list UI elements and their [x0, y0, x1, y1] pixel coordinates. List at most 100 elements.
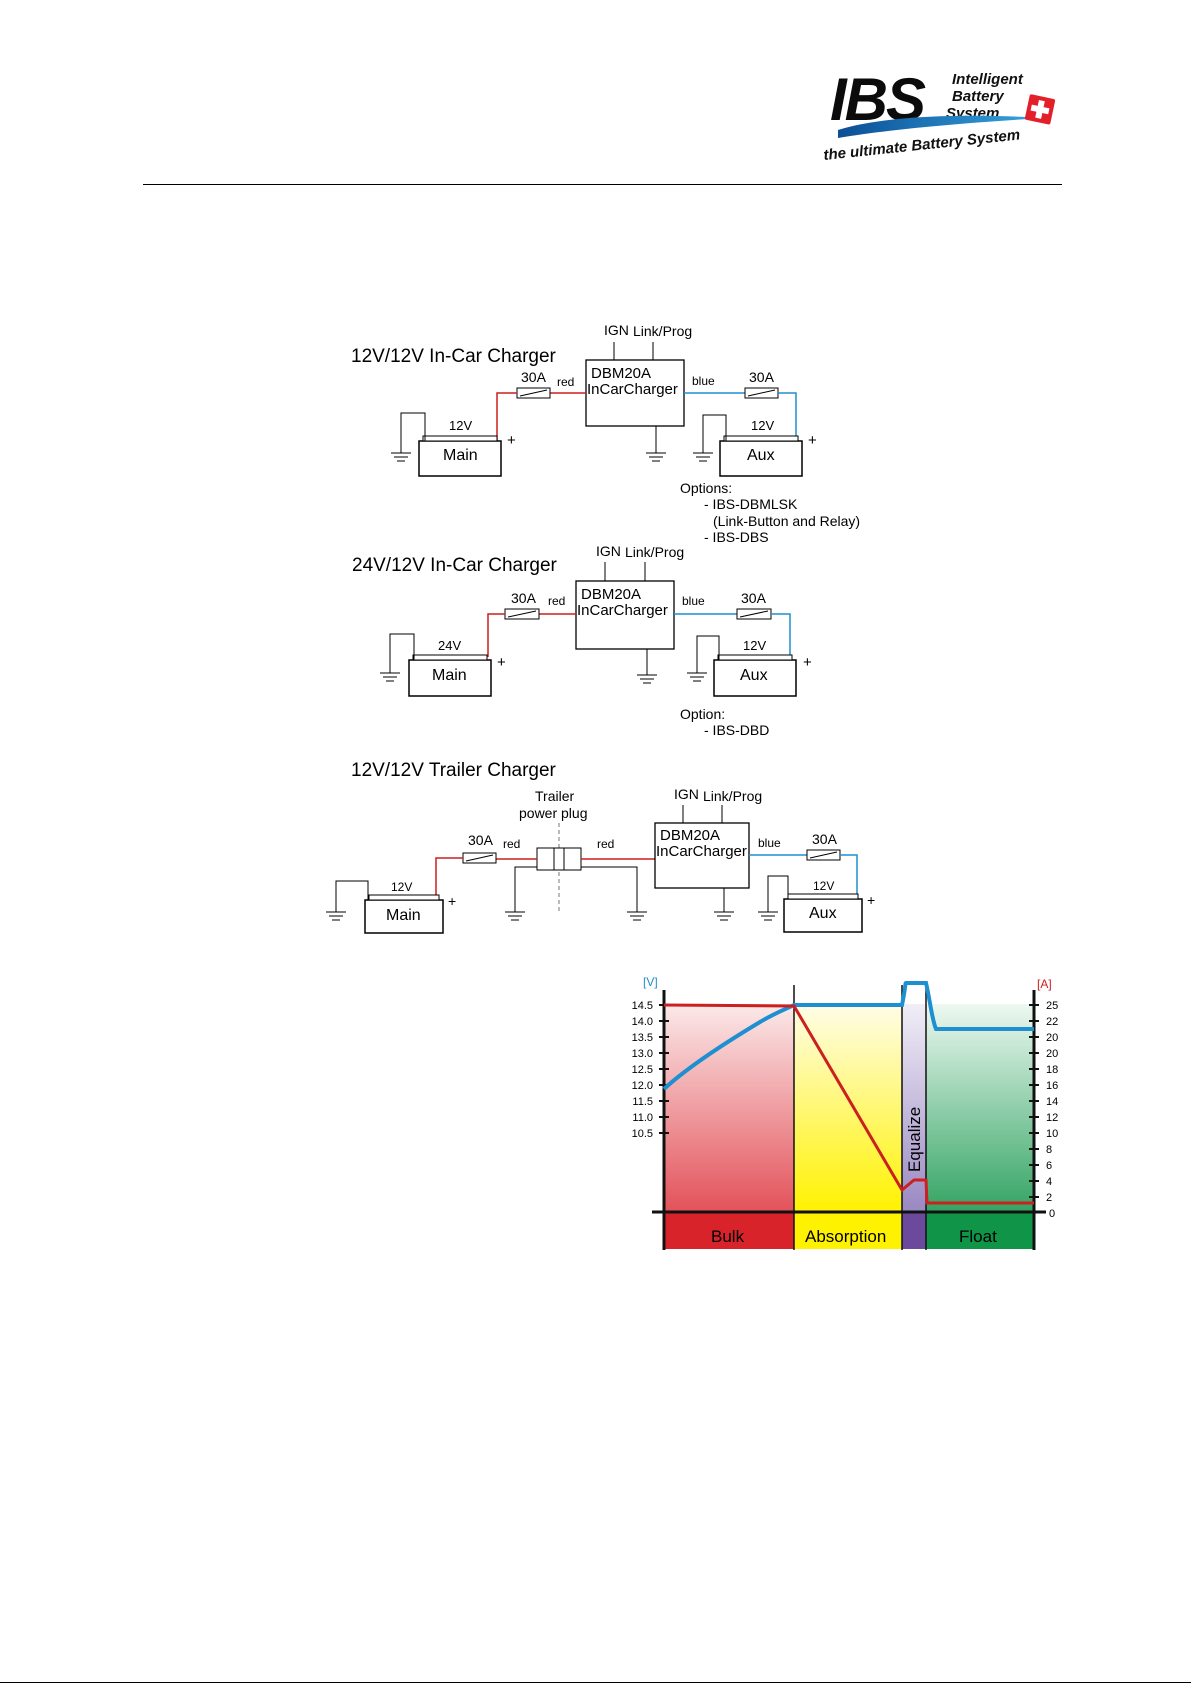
left-tick-label: 13.0	[632, 1048, 653, 1060]
phase-bar-equalize	[902, 1212, 926, 1249]
diagram2-fuse-aux: 30A	[741, 590, 767, 606]
right-tick-label: 18	[1046, 1064, 1058, 1076]
phase-bar-float	[926, 1212, 1034, 1249]
diagram1-charger-line2: InCarCharger	[587, 381, 678, 398]
diagram2-red-label: red	[548, 594, 565, 608]
diagram2-charger-box	[575, 580, 675, 650]
diagram2-main-voltage: 24V	[438, 638, 461, 653]
diagram3-red-label-1: red	[503, 837, 520, 851]
right-tick-label: 6	[1046, 1160, 1052, 1172]
diagram3-main-voltage: 12V	[391, 880, 412, 894]
left-tick-label: 12.5	[632, 1064, 653, 1076]
diagram1-aux-voltage: 12V	[751, 418, 774, 433]
diagram3-plug-line2: power plug	[519, 805, 588, 821]
diagram3-main-battery	[364, 899, 444, 934]
diagram1-option-1: - IBS-DBMLSK	[704, 496, 798, 512]
right-tick-label: 10	[1046, 1128, 1058, 1140]
logo-line-1: Intelligent	[952, 71, 1024, 88]
diagram2-aux-battery	[713, 659, 797, 697]
diagram2-aux-label: Aux	[740, 667, 768, 684]
ibs-logo-graphic: IBS Intelligent Battery System the ultim…	[823, 66, 1056, 164]
diagram1-fuse-aux: 30A	[749, 369, 775, 385]
diagram1-main-label: Main	[443, 447, 478, 464]
right-tick-label: 2	[1046, 1192, 1052, 1204]
diagram3-aux-plus: +	[867, 892, 875, 908]
diagram3-aux-voltage: 12V	[813, 879, 834, 893]
diagram-24v-incar: 24V/12V In-Car Charger DBM20A InCarCharg…	[352, 543, 812, 738]
right-tick-labels: 25 22 20 20 18 16 14 12 10 8 6 4 2 0	[1046, 1000, 1058, 1220]
diagram3-aux-label: Aux	[809, 905, 837, 922]
diagram1-option-2: - IBS-DBS	[704, 529, 769, 545]
diagram3-charger-line2: InCarCharger	[656, 843, 747, 860]
diagram2-fuse-main: 30A	[511, 590, 537, 606]
diagram2-blue-label: blue	[682, 594, 705, 608]
left-unit-label: [V]	[643, 975, 658, 989]
diagram1-charger-box	[585, 359, 685, 427]
diagram1-link-label: Link/Prog	[633, 323, 692, 339]
diagram1-options-title: Options:	[680, 480, 732, 496]
diagram1-title: 12V/12V In-Car Charger	[351, 346, 557, 367]
right-ticks	[1029, 1004, 1039, 1198]
diagram1-main-voltage: 12V	[449, 418, 472, 433]
left-tick-label: 11.5	[632, 1096, 653, 1108]
footer-rule	[0, 1682, 1191, 1683]
left-tick-label: 13.5	[632, 1032, 653, 1044]
diagram2-options-title: Option:	[680, 706, 725, 722]
diagram1-option-1-note: (Link-Button and Relay)	[713, 513, 860, 529]
diagram2-main-label: Main	[432, 667, 467, 684]
diagram1-ign-label: IGN	[604, 322, 629, 338]
right-tick-label: 4	[1046, 1176, 1052, 1188]
diagram3-charger-line1: DBM20A	[660, 827, 720, 844]
diagram1-red-label: red	[557, 375, 574, 389]
diagram1-fuse-main: 30A	[521, 369, 547, 385]
right-tick-label: 16	[1046, 1080, 1058, 1092]
diagram-12v-trailer: 12V/12V Trailer Charger Trailer power pl…	[326, 760, 875, 934]
right-tick-label: 20	[1046, 1048, 1058, 1060]
diagram2-aux-voltage: 12V	[743, 638, 766, 653]
phase-bg-float	[926, 1004, 1034, 1212]
diagram2-option-1: - IBS-DBD	[704, 722, 769, 738]
diagram3-blue-label: blue	[758, 836, 781, 850]
diagram1-main-plus: +	[507, 432, 516, 449]
phase-bar-absorption	[794, 1212, 902, 1249]
left-tick-labels: 14.5 14.0 13.5 13.0 12.5 12.0 11.5 11.0 …	[632, 1000, 653, 1140]
diagram2-charger-line2: InCarCharger	[577, 602, 668, 619]
diagram3-plug-line1: Trailer	[535, 788, 574, 804]
diagram3-fuse-aux: 30A	[812, 831, 838, 847]
diagram1-main-battery	[418, 440, 502, 477]
diagram3-charger-box	[654, 822, 750, 889]
diagram2-charger-line1: DBM20A	[581, 586, 641, 603]
left-tick-label: 14.0	[632, 1016, 653, 1028]
right-tick-label: 14	[1046, 1096, 1058, 1108]
diagram-12v-incar: 12V/12V In-Car Charger DBM20A InCarCharg…	[351, 322, 860, 545]
logo-line-2: Battery	[952, 88, 1004, 105]
logo-swoosh	[838, 115, 1044, 138]
phase-label-bulk: Bulk	[711, 1227, 745, 1246]
diagram2-main-battery	[408, 659, 492, 697]
diagram1-aux-label: Aux	[747, 447, 775, 464]
diagram3-ign-label: IGN	[674, 786, 699, 802]
phase-bg-bulk	[664, 1004, 794, 1212]
ibs-logo: IBS Intelligent Battery System the ultim…	[818, 62, 1068, 170]
right-unit-label: [A]	[1037, 977, 1052, 991]
phase-bar-bulk	[664, 1212, 794, 1249]
diagram1-charger-line1: DBM20A	[591, 365, 651, 382]
diagram1-blue-label: blue	[692, 374, 715, 388]
swiss-flag-icon	[1024, 94, 1056, 125]
phase-label-absorption: Absorption	[805, 1227, 886, 1246]
diagram3-title: 12V/12V Trailer Charger	[351, 760, 557, 781]
left-tick-label: 11.0	[632, 1112, 653, 1124]
diagram3-link-label: Link/Prog	[703, 788, 762, 804]
diagram2-aux-plus: +	[803, 654, 812, 671]
diagram1-aux-plus: +	[808, 432, 817, 449]
left-tick-label: 10.5	[632, 1128, 653, 1140]
current-curve	[663, 1003, 1034, 1205]
right-tick-label: 12	[1046, 1112, 1058, 1124]
right-tick-label: 8	[1046, 1144, 1052, 1156]
diagram2-main-plus: +	[497, 654, 506, 671]
diagram2-title: 24V/12V In-Car Charger	[352, 555, 558, 576]
diagram3-aux-battery	[783, 898, 863, 933]
diagram3-main-label: Main	[386, 907, 421, 924]
wiring-diagrams: 12V/12V In-Car Charger DBM20A InCarCharg…	[326, 322, 875, 934]
